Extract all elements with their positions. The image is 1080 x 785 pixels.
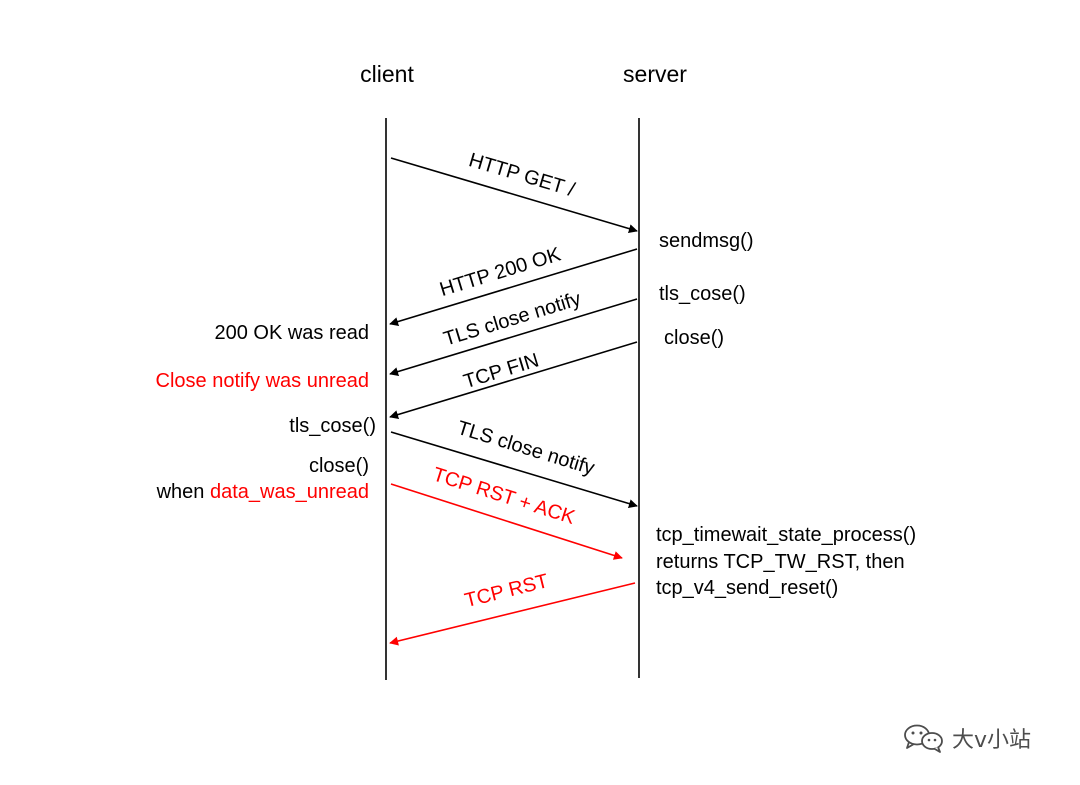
arrow-tls-close-notify-server <box>389 298 638 376</box>
client-label: client <box>360 61 414 87</box>
arrow-http-200 <box>389 248 638 326</box>
msg-tls-close-notify-client: TLS close notify <box>454 417 597 480</box>
server-note-timewait-3: tcp_v4_send_reset() <box>656 577 838 599</box>
msg-tcp-fin: TCP FIN <box>461 349 541 393</box>
server-label: server <box>623 61 687 87</box>
watermark-text: 大v小站 <box>952 728 1032 753</box>
wechat-icon <box>902 723 946 753</box>
watermark: 大v小站 <box>902 721 1031 755</box>
client-note-tls-cose: tls_cose() <box>289 415 376 437</box>
arrow-tcp-rst <box>389 582 636 646</box>
client-note-ok-read: 200 OK was read <box>214 322 369 344</box>
server-note-timewait-2: returns TCP_TW_RST, then <box>656 551 905 573</box>
arrow-tcp-fin <box>389 341 638 419</box>
msg-http-200: HTTP 200 OK <box>437 243 564 301</box>
server-note-timewait-1: tcp_timewait_state_process() <box>656 524 916 546</box>
client-note-when: when <box>156 481 205 503</box>
msg-http-get: HTTP GET / <box>466 149 577 201</box>
msg-tls-close-notify-server: TLS close notify <box>441 288 584 351</box>
server-note-close: close() <box>664 327 724 349</box>
arrow-tls-close-notify-client <box>390 431 638 508</box>
arrow-http-get <box>390 157 638 234</box>
client-note-notify-unread: Close notify was unread <box>156 370 369 392</box>
client-note-close: close() <box>309 455 369 477</box>
client-note-data-was-unread: data_was_unread <box>210 481 369 503</box>
client-note-when-line: when data_was_unread <box>156 481 369 503</box>
server-note-tls-cose: tls_cose() <box>659 283 746 305</box>
server-note-sendmsg: sendmsg() <box>659 230 753 252</box>
arrow-tcp-rst-ack <box>390 483 623 560</box>
msg-tcp-rst-ack: TCP RST + ACK <box>430 464 578 530</box>
msg-tcp-rst: TCP RST <box>463 570 551 612</box>
